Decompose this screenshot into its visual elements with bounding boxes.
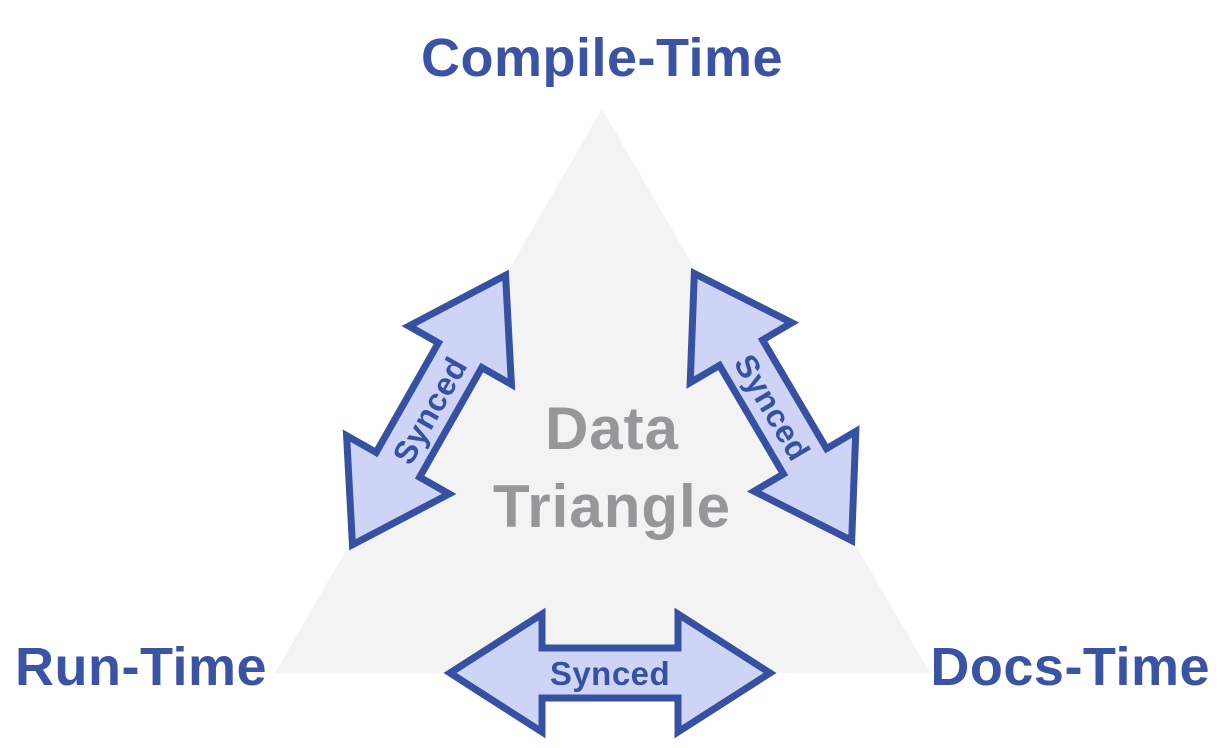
double-arrow-shape xyxy=(443,607,777,739)
vertex-label-compile-time: Compile-Time xyxy=(420,28,784,88)
synced-label-bottom: Synced xyxy=(550,655,670,692)
double-arrow-shape xyxy=(342,269,516,551)
center-title: Data Triangle xyxy=(493,390,731,546)
center-title-line1: Data xyxy=(544,395,680,462)
center-title-line2: Triangle xyxy=(492,473,732,540)
vertex-label-run-time: Run-Time xyxy=(15,637,268,697)
triangle-shape xyxy=(275,109,930,673)
sync-arrow-bottom: Synced xyxy=(443,607,777,739)
vertex-label-docs-time: Docs-Time xyxy=(930,637,1210,697)
double-arrow-shape xyxy=(686,267,860,547)
